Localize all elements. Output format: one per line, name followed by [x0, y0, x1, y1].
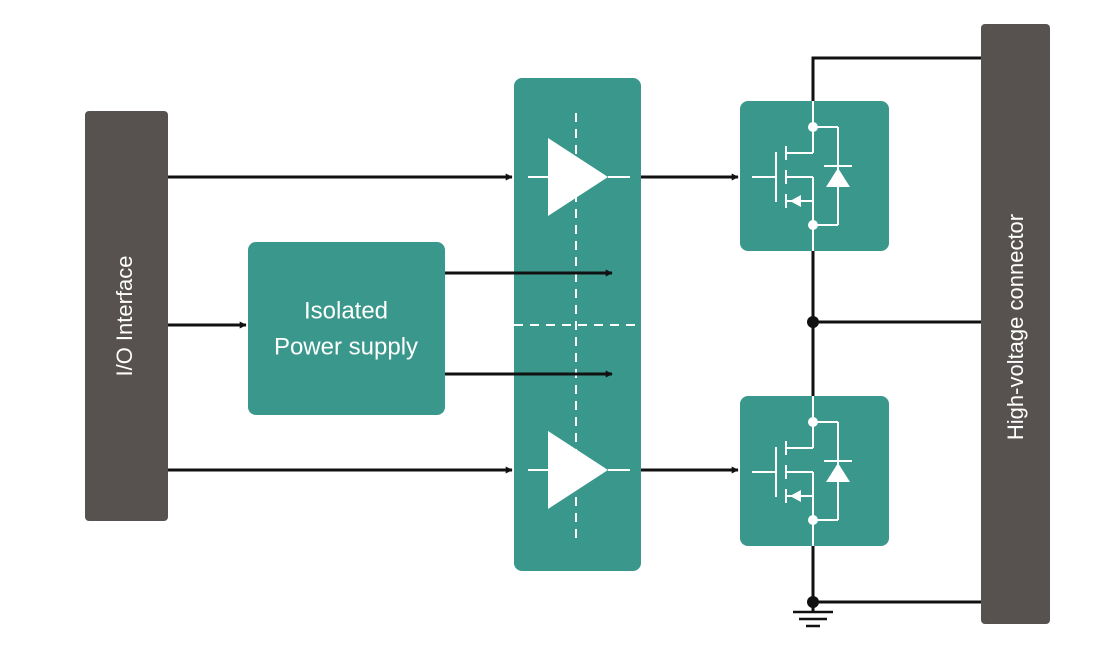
ground-icon — [793, 610, 833, 628]
io-interface-label: I/O Interface — [112, 255, 137, 376]
diode-upper-icon — [826, 168, 850, 187]
wire-top-rail — [811, 56, 981, 101]
gate-driver-block — [514, 78, 641, 571]
high-voltage-connector-block: High-voltage connector — [981, 24, 1050, 624]
amplifier-upper-icon — [528, 138, 630, 216]
node-upper-drain — [808, 122, 818, 132]
high-voltage-connector-label: High-voltage connector — [1003, 214, 1028, 440]
body-arrow-lower — [790, 490, 801, 502]
psu-label-line2: Power supply — [274, 333, 418, 360]
transistor-lower-block — [740, 396, 889, 546]
node-upper-source — [808, 220, 818, 230]
transistor-upper-block — [740, 101, 889, 251]
junction-ground — [807, 596, 819, 608]
signal-arrows — [168, 173, 739, 474]
body-arrow-upper — [790, 195, 801, 207]
node-lower-drain — [808, 417, 818, 427]
node-lower-source — [808, 515, 818, 525]
io-interface-block: I/O Interface — [85, 111, 168, 521]
isolated-power-supply-block: Isolated Power supply — [248, 242, 445, 415]
mosfet-lower-icon — [752, 396, 852, 546]
diode-lower-icon — [826, 463, 850, 482]
psu-label-line1: Isolated — [304, 297, 388, 324]
amplifier-lower-icon — [528, 431, 630, 509]
junction-switch-node — [807, 316, 819, 328]
